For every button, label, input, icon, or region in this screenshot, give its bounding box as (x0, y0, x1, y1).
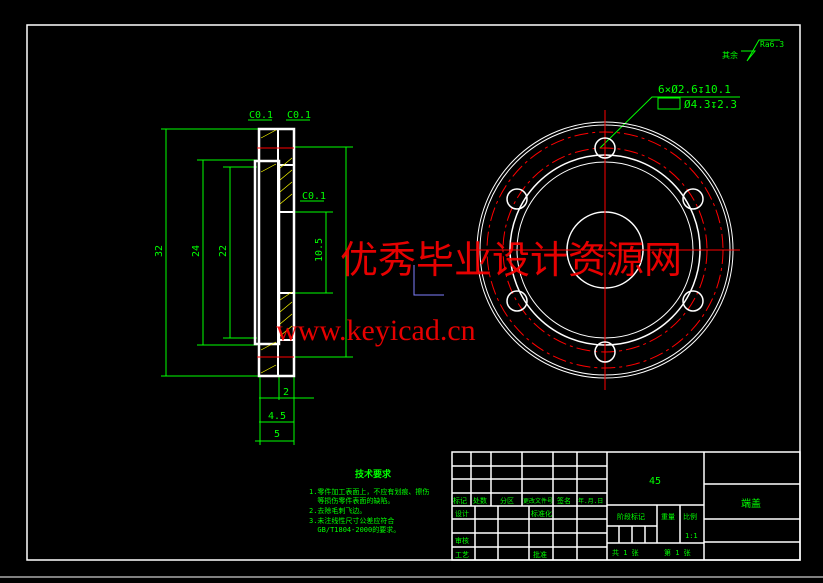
tb-label: 比例 (683, 512, 697, 521)
watermark-url: www.keyicad.cn (276, 314, 476, 347)
roughness-value: Ra6.3 (760, 40, 784, 49)
tech-req-title: 技术要求 (355, 468, 392, 480)
dim-32: 32 (154, 245, 165, 257)
drawing-frame (26, 24, 801, 561)
tech-req-line: 1.零件加工表面上，不应有划痕、擦伤 (309, 487, 429, 496)
roughness-prefix: 其余 (722, 50, 738, 60)
watermark-text: 优秀毕业设计资源网 (340, 240, 682, 282)
technical-requirements: 技术要求 1.零件加工表面上，不应有划痕、擦伤 等损伤零件表面的缺陷。 2.去除… (309, 468, 429, 534)
dim-10-5: 10.5 (314, 238, 325, 262)
tb-label: 年.月.日 (578, 497, 603, 505)
dim-22: 22 (218, 245, 229, 257)
side-view: C0.1 C0.1 C0.1 32 24 22 10.5 2 4.5 5 (154, 110, 353, 445)
tech-req-line: GB/T1804-2000的要求。 (309, 525, 400, 534)
chamfer-label: C0.1 (302, 191, 326, 202)
hole-callout: 6×Ø2.6↧10.1 Ø4.3↧2.3 (599, 83, 740, 149)
title-block (451, 451, 801, 561)
tb-part-name: 端盖 (741, 497, 761, 510)
tb-label: 批准 (533, 550, 547, 559)
tb-label: 签名 (557, 496, 571, 505)
tb-sheet-no: 第 1 张 (664, 548, 691, 557)
tb-label: 更改文件号 (523, 497, 553, 505)
roughness-symbol: 其余 Ra6.3 (722, 39, 784, 62)
hole-callout-line2: Ø4.3↧2.3 (684, 98, 737, 111)
tb-label: 审核 (455, 536, 469, 545)
tb-label: 分区 (500, 496, 514, 505)
tb-sheets: 共 1 张 (612, 548, 639, 557)
chamfer-label: C0.1 (249, 110, 273, 121)
tb-label: 标准化 (531, 509, 552, 518)
tb-label: 标记 (453, 496, 467, 505)
tech-req-line: 3.未注线性尺寸公差应符合 (309, 516, 394, 525)
dim-2: 2 (283, 387, 289, 398)
ucs-icon (413, 265, 444, 296)
tb-label: 重量 (661, 513, 675, 521)
dim-4-5: 4.5 (268, 411, 286, 422)
tb-material: 45 (649, 476, 661, 487)
tb-label: 工艺 (455, 551, 469, 559)
tb-label: 阶段标记 (617, 512, 645, 521)
tb-label: 设计 (455, 509, 469, 518)
tech-req-line: 2.去除毛刺飞边。 (309, 506, 366, 515)
hole-callout-line1: 6×Ø2.6↧10.1 (658, 83, 731, 96)
tb-scale: 1:1 (685, 532, 698, 540)
tech-req-line: 等损伤零件表面的缺陷。 (309, 496, 394, 505)
dim-5: 5 (274, 429, 280, 440)
chamfer-label: C0.1 (287, 110, 311, 121)
front-view (413, 110, 740, 390)
tb-label: 处数 (473, 496, 487, 505)
dim-24: 24 (191, 245, 202, 257)
